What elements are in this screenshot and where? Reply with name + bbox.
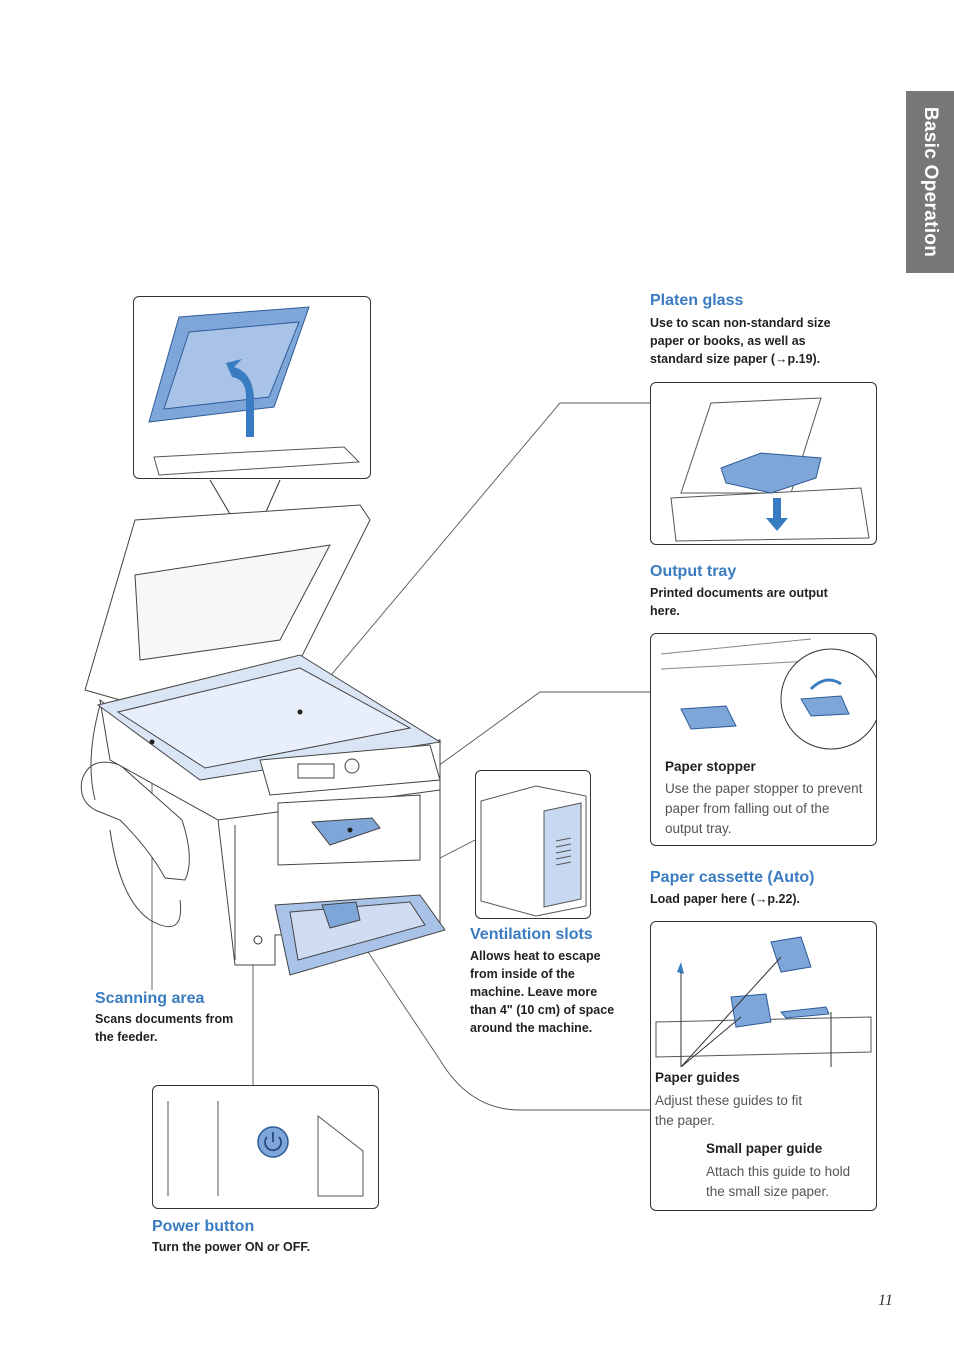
lid-open-inset	[133, 296, 371, 479]
paper-guides-desc: Adjust these guides to fit the paper.	[655, 1093, 803, 1128]
small-paper-guide-desc: Attach this guide to hold the small size…	[706, 1164, 851, 1199]
lid-open-illustration	[148, 306, 361, 476]
ventilation-illustration	[480, 785, 587, 917]
output-tray-inset: Paper stopper Use the paper stopper to p…	[650, 633, 882, 846]
power-button-desc: Turn the power ON or OFF.	[152, 1240, 311, 1254]
paper-cassette-inset: Paper guides Adjust these guides to fit …	[650, 921, 877, 1211]
output-tray-desc: Printed documents are output here.	[650, 586, 828, 618]
section-tab: Basic Operation	[906, 91, 954, 273]
ventilation-inset	[475, 770, 591, 919]
page-number: 11	[878, 1292, 893, 1309]
platen-glass-inset	[650, 382, 877, 545]
power-button-illustration	[167, 1101, 364, 1197]
power-button-title: Power button	[152, 1218, 255, 1235]
platen-glass-illustration	[670, 397, 870, 542]
power-button-inset	[152, 1085, 379, 1209]
ventilation-title: Ventilation slots	[470, 926, 593, 943]
platen-glass-desc: Use to scan non-standard size paper or b…	[650, 316, 831, 366]
scanning-area-title: Scanning area	[95, 990, 205, 1007]
paper-cassette-illustration	[655, 936, 872, 1068]
paper-stopper-title: Paper stopper	[665, 759, 756, 774]
paper-cassette-title: Paper cassette (Auto)	[650, 869, 815, 886]
paper-guides-title: Paper guides	[655, 1070, 740, 1085]
scanning-area-desc: Scans documents from the feeder.	[95, 1012, 234, 1044]
output-tray-title: Output tray	[650, 563, 737, 580]
small-paper-guide-title: Small paper guide	[706, 1141, 823, 1156]
paper-cassette-desc: Load paper here (→p.22).	[650, 892, 801, 906]
paper-stopper-desc: Use the paper stopper to prevent paper f…	[665, 781, 863, 836]
ventilation-desc: Allows heat to escape from inside of the…	[470, 949, 615, 1035]
output-tray-illustration	[660, 638, 882, 750]
platen-glass-title: Platen glass	[650, 292, 744, 309]
